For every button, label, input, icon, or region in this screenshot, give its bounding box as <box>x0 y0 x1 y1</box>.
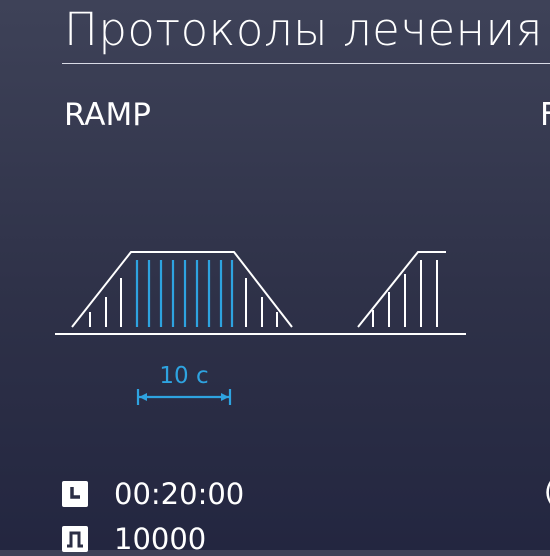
protocol-name: RAMP <box>64 97 151 133</box>
ramp-waveform-diagram <box>55 251 466 405</box>
title-divider <box>62 63 550 64</box>
session-time-row: 00:20:00 <box>62 477 244 511</box>
page-title: Протоколы лечения <box>64 3 543 56</box>
protocol-card-ramp[interactable]: RAMP <box>62 92 482 550</box>
pulse-count-row: 10000 <box>62 522 206 556</box>
duration-arrow-left <box>139 393 147 401</box>
next-protocol-stat: ( <box>544 476 550 510</box>
clock-icon <box>62 481 88 507</box>
ramp-duration-label: 10 с <box>159 363 209 389</box>
next-protocol-name[interactable]: F <box>540 97 550 133</box>
duration-arrow-right <box>221 393 229 401</box>
session-time-value: 00:20:00 <box>114 477 245 511</box>
next-ramp-envelope <box>357 251 446 328</box>
pulse-count-value: 10000 <box>114 522 207 556</box>
pulse-icon <box>62 526 88 552</box>
ramp-envelope <box>71 251 293 328</box>
